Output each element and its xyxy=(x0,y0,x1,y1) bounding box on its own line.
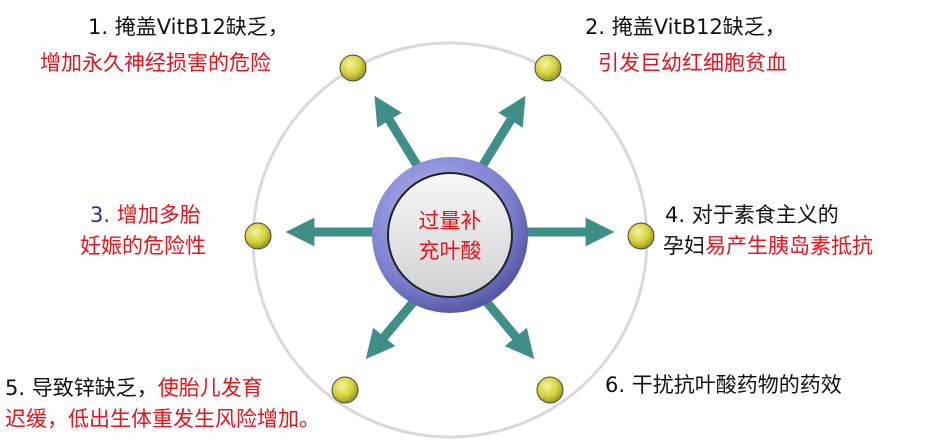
item-3-line-2: 妊娠的危险性 xyxy=(80,234,206,258)
item-5-text-b: 使胎儿发育 xyxy=(157,376,263,400)
dot-1 xyxy=(339,54,367,82)
item-5-text-a: 5. 导致锌缺乏， xyxy=(5,376,158,400)
item-3-number: 3. xyxy=(90,203,111,227)
item-3-line-1: 3. 增加多胎 xyxy=(90,200,201,231)
arrow-6 xyxy=(481,297,535,360)
arrow-1 xyxy=(374,95,424,173)
item-4-text-b: 易产生胰岛素抵抗 xyxy=(705,234,873,258)
item-3-text: 增加多胎 xyxy=(116,203,201,227)
center-line-2: 充叶酸 xyxy=(418,239,482,263)
item-2-line-1: 2. 掩盖VitB12缺乏， xyxy=(585,15,786,39)
item-4-line-1: 4. 对于素食主义的 xyxy=(665,203,839,227)
arrow-5 xyxy=(365,297,419,360)
item-2-line-2: 引发巨幼红细胞贫血 xyxy=(598,51,787,75)
item-1-line-2: 增加永久神经损害的危险 xyxy=(40,51,271,75)
item-4-text-a: 孕妇 xyxy=(663,234,705,258)
dot-5 xyxy=(331,376,359,404)
item-4-line-2: 孕妇易产生胰岛素抵抗 xyxy=(663,231,873,262)
item-5-line-2: 迟缓，低出生体重发生风险增加。 xyxy=(5,407,320,431)
arrow-2 xyxy=(476,95,526,173)
dot-2 xyxy=(534,54,562,82)
center-face xyxy=(387,172,513,298)
center-label: 过量补 充叶酸 xyxy=(405,206,495,266)
center-line-1: 过量补 xyxy=(418,209,482,233)
dot-4 xyxy=(627,222,655,250)
dot-3 xyxy=(244,222,272,250)
dot-6 xyxy=(536,376,564,404)
item-5-line-1: 5. 导致锌缺乏，使胎儿发育 xyxy=(5,373,263,404)
item-1-line-1: 1. 掩盖VitB12缺乏， xyxy=(88,15,289,39)
item-6-line-1: 6. 干扰抗叶酸药物的药效 xyxy=(605,373,842,397)
